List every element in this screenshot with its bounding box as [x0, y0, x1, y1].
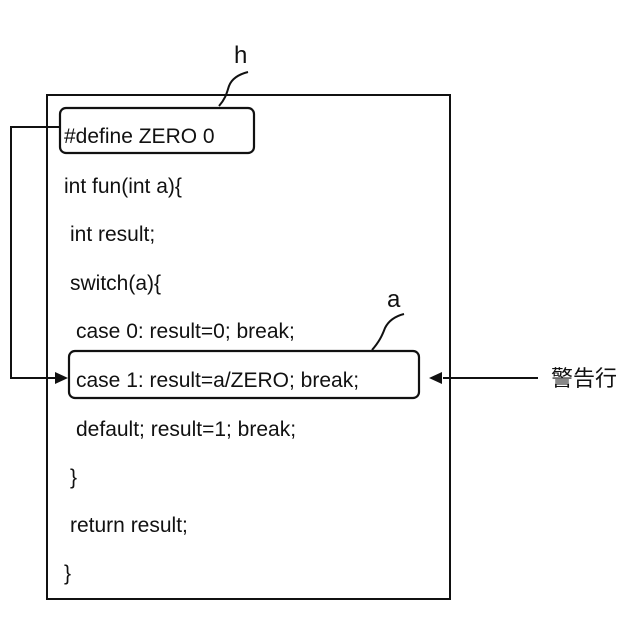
code-line-define: #define ZERO 0 [64, 125, 215, 148]
warning-ref-label: a [387, 286, 401, 313]
define-ref-label: h [234, 42, 247, 69]
code-line-default: default; result=1; break; [76, 418, 296, 441]
code-line-case-0: case 0: result=0; break; [76, 320, 295, 343]
code-line-return: return result; [70, 514, 188, 537]
warning-line-label: 警告行 [551, 367, 617, 392]
code-line-switch-close: } [70, 466, 77, 489]
code-line-function-close: } [64, 562, 71, 585]
code-line-case-1: case 1: result=a/ZERO; break; [76, 369, 359, 392]
code-line-switch: switch(a){ [70, 272, 161, 295]
code-line-function-signature: int fun(int a){ [64, 175, 182, 198]
code-line-result-declaration: int result; [70, 223, 155, 246]
